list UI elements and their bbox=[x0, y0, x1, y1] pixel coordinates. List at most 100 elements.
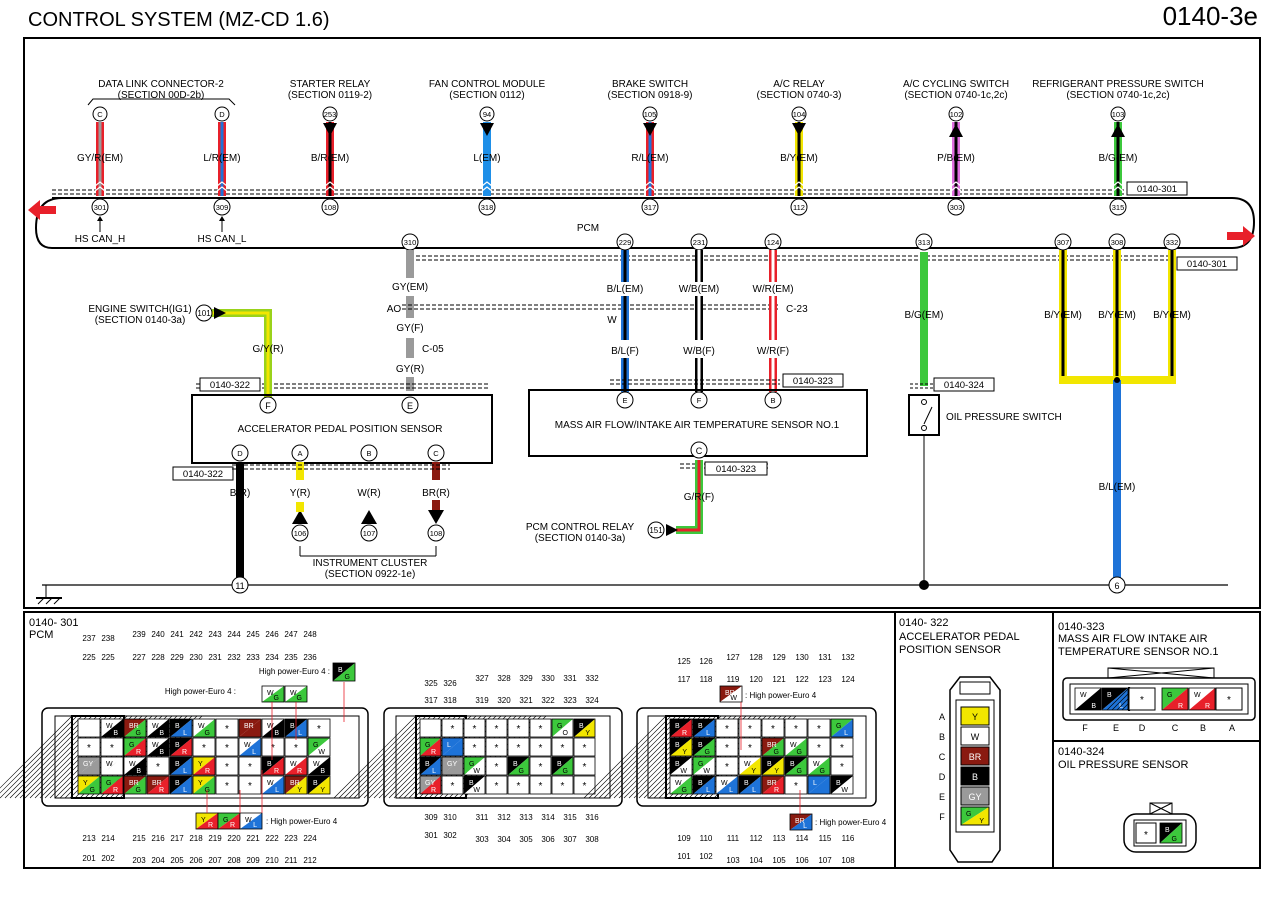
svg-text:L: L bbox=[1119, 703, 1123, 710]
svg-text:R: R bbox=[208, 822, 213, 829]
app-pin-color: B bbox=[972, 772, 978, 782]
svg-text:W: W bbox=[473, 787, 480, 794]
svg-text:BR: BR bbox=[152, 780, 162, 787]
svg-text:B: B bbox=[274, 730, 279, 737]
pin-number: 244 bbox=[227, 630, 241, 639]
svg-text:W: W bbox=[813, 761, 820, 768]
maf-pin-letter: E bbox=[1113, 723, 1119, 733]
svg-text:G: G bbox=[557, 723, 562, 730]
svg-text:*: * bbox=[517, 781, 521, 792]
svg-text:*: * bbox=[517, 724, 521, 735]
app-pin-letter: B bbox=[939, 732, 945, 742]
svg-text:BR: BR bbox=[244, 723, 254, 730]
svg-text:L: L bbox=[803, 823, 807, 830]
top-terminal-102: 102 bbox=[950, 110, 963, 119]
svg-text:*: * bbox=[495, 724, 499, 735]
svg-text:*: * bbox=[539, 743, 543, 754]
svg-text:B: B bbox=[698, 723, 703, 730]
app-terminal-c: C bbox=[433, 449, 439, 458]
component-section: (SECTION 0740-1c,2c) bbox=[904, 90, 1007, 101]
svg-text:*: * bbox=[539, 762, 543, 773]
svg-text:W: W bbox=[106, 723, 113, 730]
svg-text:W: W bbox=[790, 742, 797, 749]
can-h-label: HS CAN_H bbox=[75, 234, 126, 245]
svg-text:*: * bbox=[451, 724, 455, 735]
svg-text:L: L bbox=[432, 768, 436, 775]
svg-text:W: W bbox=[318, 749, 325, 756]
app-pin-color: W bbox=[971, 732, 980, 742]
svg-text:W: W bbox=[290, 761, 297, 768]
pin-number: 132 bbox=[841, 653, 855, 662]
note-high-power: High power-Euro 4 : bbox=[259, 667, 330, 676]
svg-text:B: B bbox=[698, 742, 703, 749]
wire-label-gy-f: GY(F) bbox=[396, 323, 423, 334]
svg-text:*: * bbox=[248, 781, 252, 792]
svg-text:B: B bbox=[675, 761, 680, 768]
svg-text:B: B bbox=[744, 780, 749, 787]
pcm-pin-318: 318 bbox=[481, 203, 494, 212]
svg-text:L: L bbox=[729, 787, 733, 794]
can-l-label: HS CAN_L bbox=[198, 234, 247, 245]
pin-number: 131 bbox=[818, 653, 832, 662]
svg-text:Y: Y bbox=[83, 780, 88, 787]
component-section: (SECTION 0119-2) bbox=[288, 90, 372, 101]
svg-text:W: W bbox=[1080, 692, 1087, 699]
svg-text:B: B bbox=[175, 742, 180, 749]
svg-text:B: B bbox=[1091, 703, 1096, 710]
engine-switch-terminal: 101 bbox=[197, 309, 211, 318]
svg-text:*: * bbox=[1227, 695, 1231, 706]
top-terminal-c: C bbox=[97, 110, 103, 119]
pin-number: 321 bbox=[519, 696, 533, 705]
component-name: DATA LINK CONNECTOR-2 bbox=[98, 79, 224, 90]
app-terminal-f: F bbox=[265, 401, 271, 411]
ground-6: 6 bbox=[1114, 581, 1119, 591]
pin-number: 330 bbox=[541, 674, 555, 683]
pin-number: 317 bbox=[424, 696, 438, 705]
svg-text:B: B bbox=[425, 761, 430, 768]
svg-text:R: R bbox=[431, 749, 436, 756]
pin-number: 103 bbox=[726, 856, 740, 865]
svg-text:W: W bbox=[721, 780, 728, 787]
svg-text:L: L bbox=[183, 787, 187, 794]
svg-text:BR: BR bbox=[767, 742, 777, 749]
svg-text:*: * bbox=[225, 781, 229, 792]
svg-text:W: W bbox=[1194, 692, 1201, 699]
svg-text:G: G bbox=[563, 768, 568, 775]
pin-number: 109 bbox=[677, 834, 691, 843]
svg-text:B: B bbox=[1107, 692, 1112, 699]
wire-b-l bbox=[1113, 380, 1121, 578]
pin-number: 213 bbox=[82, 834, 96, 843]
svg-text:W: W bbox=[267, 723, 274, 730]
pin-number: 235 bbox=[284, 653, 298, 662]
panel-app-ref: 0140- 322 bbox=[899, 617, 949, 629]
pcm-pin-313: 313 bbox=[918, 238, 931, 247]
pin-number: 107 bbox=[818, 856, 832, 865]
pin-number: 232 bbox=[227, 653, 241, 662]
maf-sensor-label: MASS AIR FLOW/INTAKE AIR TEMPERATURE SEN… bbox=[555, 420, 840, 431]
note-high-power: High power-Euro 4 : bbox=[165, 687, 236, 696]
pin-number: 243 bbox=[208, 630, 222, 639]
svg-text:W: W bbox=[730, 695, 737, 702]
pin-number: 210 bbox=[265, 856, 279, 865]
svg-text:B: B bbox=[313, 780, 318, 787]
svg-text:B: B bbox=[698, 780, 703, 787]
svg-text:L: L bbox=[183, 730, 187, 737]
svg-text:Y: Y bbox=[320, 787, 325, 794]
svg-text:*: * bbox=[725, 743, 729, 754]
svg-text:G: G bbox=[836, 723, 841, 730]
svg-text:Y: Y bbox=[774, 768, 779, 775]
svg-text:*: * bbox=[771, 724, 775, 735]
pcm-pin-303: 303 bbox=[950, 203, 963, 212]
wire-gy-em bbox=[406, 250, 414, 278]
svg-text:B: B bbox=[790, 761, 795, 768]
note-high-power: : High power-Euro 4 bbox=[815, 818, 887, 827]
by-wire-label: B/Y(EM) bbox=[1044, 310, 1082, 321]
maf-pin-letter: D bbox=[1139, 723, 1146, 733]
svg-text:*: * bbox=[725, 762, 729, 773]
maf-terminal-c: C bbox=[696, 446, 703, 456]
svg-text:*: * bbox=[225, 743, 229, 754]
pin-number: 319 bbox=[475, 696, 489, 705]
